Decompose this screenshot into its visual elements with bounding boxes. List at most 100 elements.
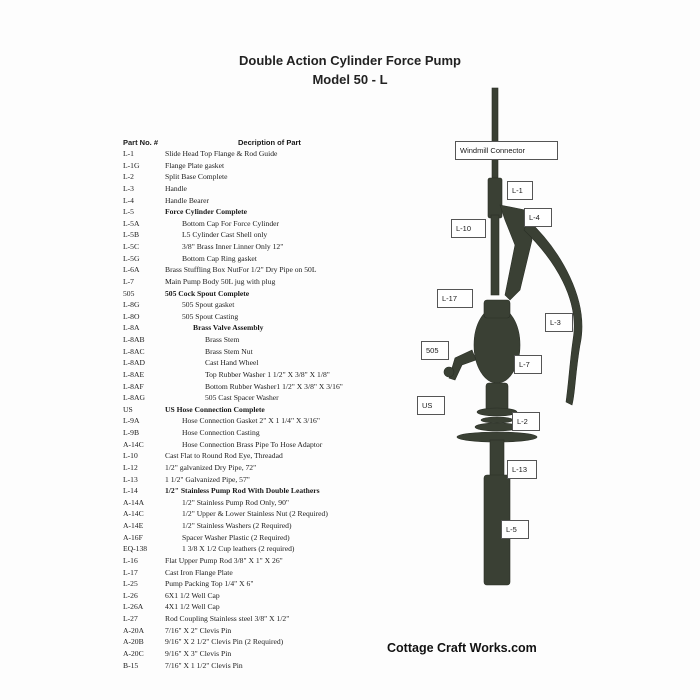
part-number: L-8AG xyxy=(123,393,145,403)
part-number: L-9B xyxy=(123,428,140,437)
part-number: L-8O xyxy=(123,311,140,321)
part-number: L-5C xyxy=(123,242,140,251)
part-description: 1/2" Stainless Washers (2 Required) xyxy=(182,521,292,530)
part-number: L-3 xyxy=(123,183,134,193)
table-row: L-25 Pump Packing Top 1/4" X 6" xyxy=(123,578,423,590)
part-description: L5 Cylinder Cast Shell only xyxy=(182,230,268,240)
part-number: A-14C xyxy=(123,439,144,449)
part-description: 9/16" X 3" Clevis Pin xyxy=(165,648,232,658)
label-l5: L-5 xyxy=(501,520,529,539)
part-number: L-17 xyxy=(123,567,138,577)
part-number: L-16 xyxy=(123,555,138,565)
part-number: L-5 xyxy=(123,207,134,217)
label-l3: L-3 xyxy=(545,313,573,332)
windmill-rod xyxy=(491,87,499,179)
part-description: Main Pump Body 50L jug with plug xyxy=(165,276,276,286)
part-number: US xyxy=(123,404,133,414)
part-description: 7/16" X 2" Clevis Pin xyxy=(165,625,232,635)
table-row: A-14C Hose Connection Brass Pipe To Hose … xyxy=(123,439,423,451)
part-description: 6X1 1/2 Well Cap xyxy=(165,590,220,600)
part-number: L-8G xyxy=(123,300,140,310)
part-description: Hose Connection Gasket 2" X 1 1/4" X 3/1… xyxy=(182,416,320,426)
part-description: Pump Packing Top 1/4" X 6" xyxy=(165,579,254,589)
label-us: US xyxy=(417,396,445,415)
part-description: Split Base Complete xyxy=(165,172,228,182)
label-l4: L-4 xyxy=(524,208,552,227)
part-description: 1/2" Stainless Pump Rod With Double Leat… xyxy=(165,486,320,496)
part-description: Flat Upper Pump Rod 3/8" X 1" X 26" xyxy=(165,555,283,565)
part-description: 7/16" X 1 1/2" Clevis Pin xyxy=(165,660,243,670)
part-number: L-5A xyxy=(123,218,140,228)
part-description: Cast Hand Wheel xyxy=(205,358,259,368)
table-row: L-17 Cast Iron Flange Plate xyxy=(123,567,423,579)
part-description: Flange Plate gasket xyxy=(165,160,225,170)
spout xyxy=(448,349,477,381)
part-description: Hose Connection Brass Pipe To Hose Adapt… xyxy=(182,439,323,449)
table-row: L-5B L5 Cylinder Cast Shell only xyxy=(123,229,423,241)
description-header: Decription of Part xyxy=(238,138,301,147)
label-windmill-connector: Windmill Connector xyxy=(455,141,558,160)
table-row: L-14 1/2" Stainless Pump Rod With Double … xyxy=(123,485,423,497)
part-number: L-9A xyxy=(123,416,140,426)
table-row: US US Hose Connection Complete xyxy=(123,404,423,416)
document-title: Double Action Cylinder Force Pump xyxy=(239,53,461,68)
part-description: 505 Spout Casting xyxy=(182,311,239,321)
part-number: L-2 xyxy=(123,172,134,182)
part-description: 4X1 1/2 Well Cap xyxy=(165,602,220,612)
part-description: 1 3/8 X 1/2 Cup leathers (2 required) xyxy=(182,544,295,554)
part-description: Hose Connection Casting xyxy=(182,428,260,437)
part-number: A-14E xyxy=(123,521,144,530)
part-number: L-8AF xyxy=(123,381,144,391)
table-row: L-16 Flat Upper Pump Rod 3/8" X 1" X 26" xyxy=(123,555,423,567)
part-description: Spacer Washer Plastic (2 Required) xyxy=(182,532,290,542)
part-number: L-8A xyxy=(123,323,140,333)
part-description: Cast Iron Flange Plate xyxy=(165,567,233,577)
part-number-header: Part No. # xyxy=(123,138,159,147)
table-row: L-2 Split Base Complete xyxy=(123,171,423,183)
part-number: L-25 xyxy=(123,579,138,589)
table-row: A-14E 1/2" Stainless Washers (2 Required) xyxy=(123,520,423,532)
part-number: L-13 xyxy=(123,474,138,484)
footer-brand: Cottage Craft Works.com xyxy=(387,641,537,655)
part-description: Brass Stem Nut xyxy=(205,346,253,356)
label-l1: L-1 xyxy=(507,181,533,200)
table-row: L-5 Force Cylinder Complete xyxy=(123,206,423,218)
part-number: L-14 xyxy=(123,486,138,496)
part-number: L-5B xyxy=(123,230,140,240)
part-number: L-8AB xyxy=(123,335,145,344)
part-description: 505 Cast Spacer Washer xyxy=(205,393,279,403)
part-number: L-8AE xyxy=(123,369,145,379)
label-l2: L-2 xyxy=(512,412,540,431)
part-description: 1 1/2" Galvanized Pipe, 57" xyxy=(165,474,250,484)
part-number: L-27 xyxy=(123,614,138,623)
part-description: 9/16" X 2 1/2" Clevis Pin (2 Required) xyxy=(165,637,284,647)
part-number: L-7 xyxy=(123,276,134,286)
part-description: US Hose Connection Complete xyxy=(165,404,265,414)
part-description: Bottom Rubber Washer1 1/2" X 3/8" X 3/16… xyxy=(205,381,343,391)
table-row: L-8AG 505 Cast Spacer Washer xyxy=(123,392,423,404)
part-description: Force Cylinder Complete xyxy=(165,207,247,217)
